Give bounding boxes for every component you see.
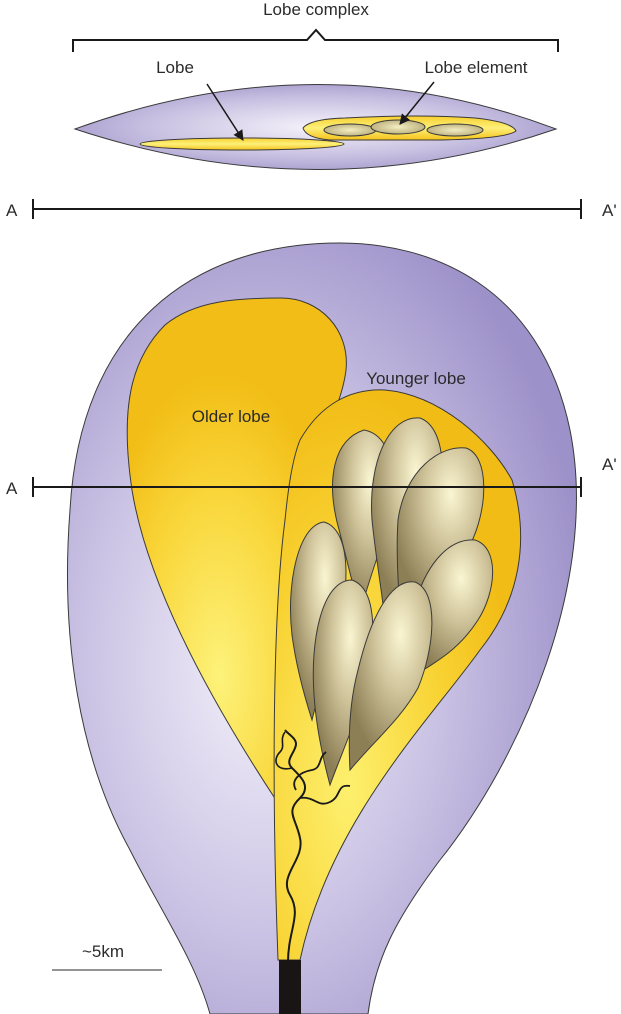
lobe-complex-label: Lobe complex (263, 0, 369, 19)
feeder-channel (284, 729, 306, 963)
channel-branch-left (293, 751, 327, 791)
cross-section-element-1 (323, 123, 377, 137)
lobe-element-7 (348, 581, 433, 772)
cross-section-element-3 (426, 123, 484, 137)
younger-lobe-label: Younger lobe (366, 369, 466, 388)
section-top-end-label: A' (602, 201, 617, 220)
section-plan-start-label: A (6, 479, 18, 498)
lobe-element-label: Lobe element (424, 58, 527, 77)
older-lobe-label: Older lobe (192, 407, 270, 426)
lobe-complex-bracket (72, 28, 559, 52)
section-top-start-label: A (6, 201, 18, 220)
lobe-pointer-arrow (206, 83, 244, 141)
scale-label: ~5km (82, 942, 124, 961)
lobe-label: Lobe (156, 58, 194, 77)
channel-branch-upper (275, 731, 293, 770)
cross-section-element-2 (370, 119, 426, 135)
channel-branch-right (299, 784, 351, 805)
lobe-element-pointer-arrow (399, 81, 435, 125)
channel-mouth (279, 960, 301, 1014)
section-plan-end-label: A' (602, 455, 617, 474)
